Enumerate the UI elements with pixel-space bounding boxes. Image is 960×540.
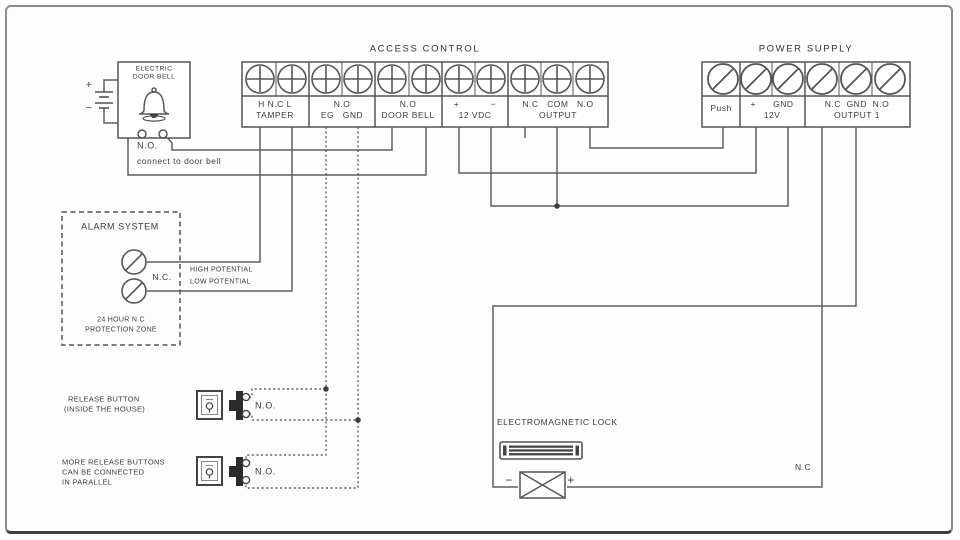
screw-terminal-icon xyxy=(476,64,506,94)
wire-doorbell-2 xyxy=(127,127,427,176)
doorbell-note: connect to door bell xyxy=(137,155,222,166)
lock-title: ELECTROMAGNETIC LOCK xyxy=(497,416,618,427)
screw-terminal-icon xyxy=(874,63,906,95)
alarm-title: ALARM SYSTEM xyxy=(81,221,159,232)
doorbell-button-icon xyxy=(196,390,223,420)
junction-dot xyxy=(554,203,560,209)
release-button1-no-label: N.O. xyxy=(255,400,276,411)
push-switch-icon xyxy=(228,456,251,487)
wire-battery-plus xyxy=(103,79,118,92)
release-button-1 xyxy=(196,390,251,421)
wire-tamper-high xyxy=(147,127,261,263)
screw-terminal-icon xyxy=(411,64,441,94)
power-block-title: POWER SUPPLY xyxy=(758,43,854,55)
wire-battery-minus xyxy=(103,108,118,124)
power-output1-line1: N.C GND N.O xyxy=(824,98,890,109)
door-bell-box xyxy=(117,61,191,139)
screw-terminal-icon xyxy=(740,63,772,95)
access-group3-line1: N.O xyxy=(399,98,417,109)
alarm-zone-line2: PROTECTION ZONE xyxy=(85,326,157,334)
power-output1-line2: OUTPUT 1 xyxy=(834,109,880,120)
screw-terminal-icon xyxy=(277,64,307,94)
power-push-label: Push xyxy=(710,102,732,113)
access-group4-line1: + − xyxy=(453,98,497,109)
release-button1-caption-line1: RELEASE BUTTON xyxy=(68,394,140,404)
screw-terminal-icon xyxy=(245,64,275,94)
access-block-title: ACCESS CONTROL xyxy=(369,43,481,55)
screw-terminal-icon xyxy=(343,64,373,94)
screw-terminal-icon xyxy=(121,278,147,304)
wire-lock-nc xyxy=(567,127,823,488)
access-group1-line1: H N.C L xyxy=(258,98,292,109)
bell-icon xyxy=(138,87,170,122)
doorbell-name-line1: ELECTRIC xyxy=(135,65,173,73)
release-button1-caption-line2: (INSIDE THE HOUSE) xyxy=(64,404,146,414)
diagram-border xyxy=(5,5,953,534)
bell-contact-terminal xyxy=(137,129,147,139)
wire-eg xyxy=(245,127,327,459)
lock-nc-wire-label: N.C xyxy=(795,461,812,472)
wires-dotted xyxy=(245,127,359,489)
wire-gnd xyxy=(245,127,359,489)
screw-terminal-icon xyxy=(311,64,341,94)
screw-terminal-icon xyxy=(121,249,147,275)
screw-terminal-icon xyxy=(444,64,474,94)
alarm-low-potential-label: LOW POTENTIAL xyxy=(190,278,251,286)
wire-lock-gnd xyxy=(492,127,857,488)
junction-dot xyxy=(323,386,329,392)
release-button2-caption-line2: CAN BE CONNECTED xyxy=(62,467,145,477)
access-group4-line2: 12 VDC xyxy=(458,109,492,120)
lock-coil-icon xyxy=(519,471,566,499)
release-button2-caption-line1: MORE RELEASE BUTTONS xyxy=(62,457,165,467)
power-12v-line1: + GND xyxy=(750,98,794,109)
access-group5-line1: N.C COM N.O xyxy=(522,98,594,109)
lock-minus-label: − xyxy=(505,473,513,487)
wire-tamper-low xyxy=(147,127,293,292)
alarm-high-potential-label: HIGH POTENTIAL xyxy=(190,266,253,274)
screw-terminal-icon xyxy=(575,64,605,94)
release-button-2 xyxy=(196,456,251,487)
wire-12vdc-plus xyxy=(458,127,757,174)
screw-terminal-icon xyxy=(806,63,838,95)
wire-doorbell-1 xyxy=(165,127,393,151)
bell-contact-terminal xyxy=(158,129,168,139)
wire-button1-bottom xyxy=(249,413,358,421)
alarm-system-box xyxy=(61,211,181,346)
access-group3-line2: DOOR BELL xyxy=(381,109,435,120)
doorbell-no-label: N.O. xyxy=(137,140,158,151)
screw-terminal-icon xyxy=(772,63,804,95)
wires-solid xyxy=(103,79,857,488)
junction-dot xyxy=(355,417,361,423)
battery-minus-label: − xyxy=(85,103,93,114)
access-group2-line2: EG GND xyxy=(320,109,364,120)
screw-terminal-icon xyxy=(707,63,739,95)
screw-terminal-icon xyxy=(840,63,872,95)
doorbell-button-icon xyxy=(196,456,223,486)
power-12v-line2: 12V xyxy=(763,109,781,120)
alarm-nc-label: N.C. xyxy=(152,271,172,282)
release-button2-no-label: N.O. xyxy=(255,466,276,477)
electromagnetic-lock-icon xyxy=(499,441,583,460)
screw-terminal-icon xyxy=(510,64,540,94)
release-button2-caption-line3: IN PARALLEL xyxy=(62,477,113,487)
access-group2-line1: N.O xyxy=(333,98,351,109)
alarm-zone-line1: 24 HOUR N.C xyxy=(97,316,145,324)
lock-plus-label: + xyxy=(567,473,575,487)
battery-plus-label: + xyxy=(85,80,93,91)
battery-icon xyxy=(95,91,113,109)
screw-terminal-icon xyxy=(377,64,407,94)
wire-output-no-to-push xyxy=(589,127,724,149)
access-group5-line2: OUTPUT xyxy=(539,109,577,120)
wire-button1-top xyxy=(249,388,326,398)
junction-dots xyxy=(323,203,560,423)
push-switch-icon xyxy=(228,390,251,421)
wire-12vdc-minus xyxy=(490,127,789,207)
access-group1-line2: TAMPER xyxy=(256,109,294,120)
screw-terminal-icon xyxy=(542,64,572,94)
access-screw-terminals xyxy=(245,64,605,94)
doorbell-name-line2: DOOR BELL xyxy=(132,73,176,81)
